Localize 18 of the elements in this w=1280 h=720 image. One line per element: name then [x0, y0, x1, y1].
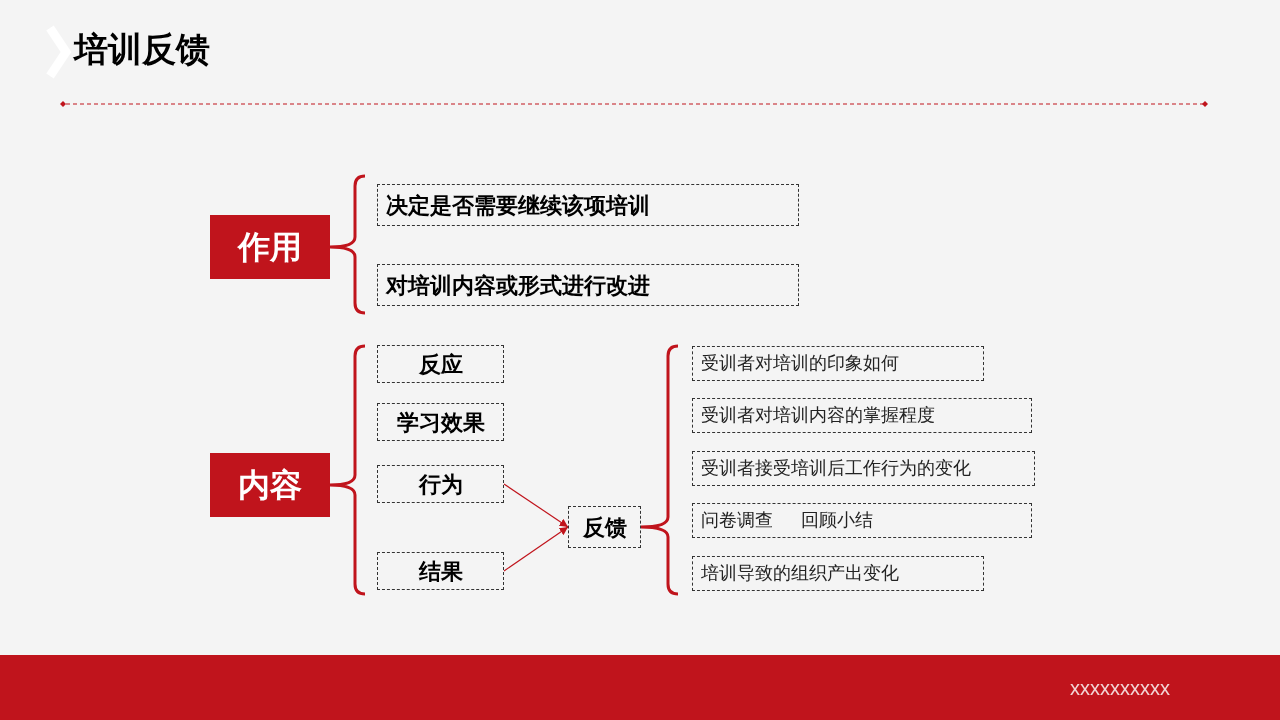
dashed-text-box: 受训者对培训的印象如何 — [692, 346, 984, 381]
footer-text: xxxxxxxxxx — [1070, 675, 1170, 701]
arrow — [503, 526, 569, 572]
category-box: 内容 — [210, 453, 330, 517]
dashed-text-box: 决定是否需要继续该项培训 — [377, 184, 799, 226]
dashed-text-box: 结果 — [377, 552, 504, 590]
dashed-text-box: 对培训内容或形式进行改进 — [377, 264, 799, 306]
arrow — [503, 483, 569, 528]
dashed-text-box: 问卷调查 回顾小结 — [692, 503, 1032, 538]
dashed-text-box: 反馈 — [568, 506, 641, 548]
dashed-text-box: 学习效果 — [377, 403, 504, 441]
dashed-text-box: 受训者接受培训后工作行为的变化 — [692, 451, 1035, 486]
dashed-text-box: 受训者对培训内容的掌握程度 — [692, 398, 1032, 433]
dashed-text-box: 行为 — [377, 465, 504, 503]
category-box: 作用 — [210, 215, 330, 279]
dashed-text-box: 培训导致的组织产出变化 — [692, 556, 984, 591]
slide-title: 培训反馈 — [74, 32, 210, 66]
dashed-text-box: 反应 — [377, 345, 504, 383]
